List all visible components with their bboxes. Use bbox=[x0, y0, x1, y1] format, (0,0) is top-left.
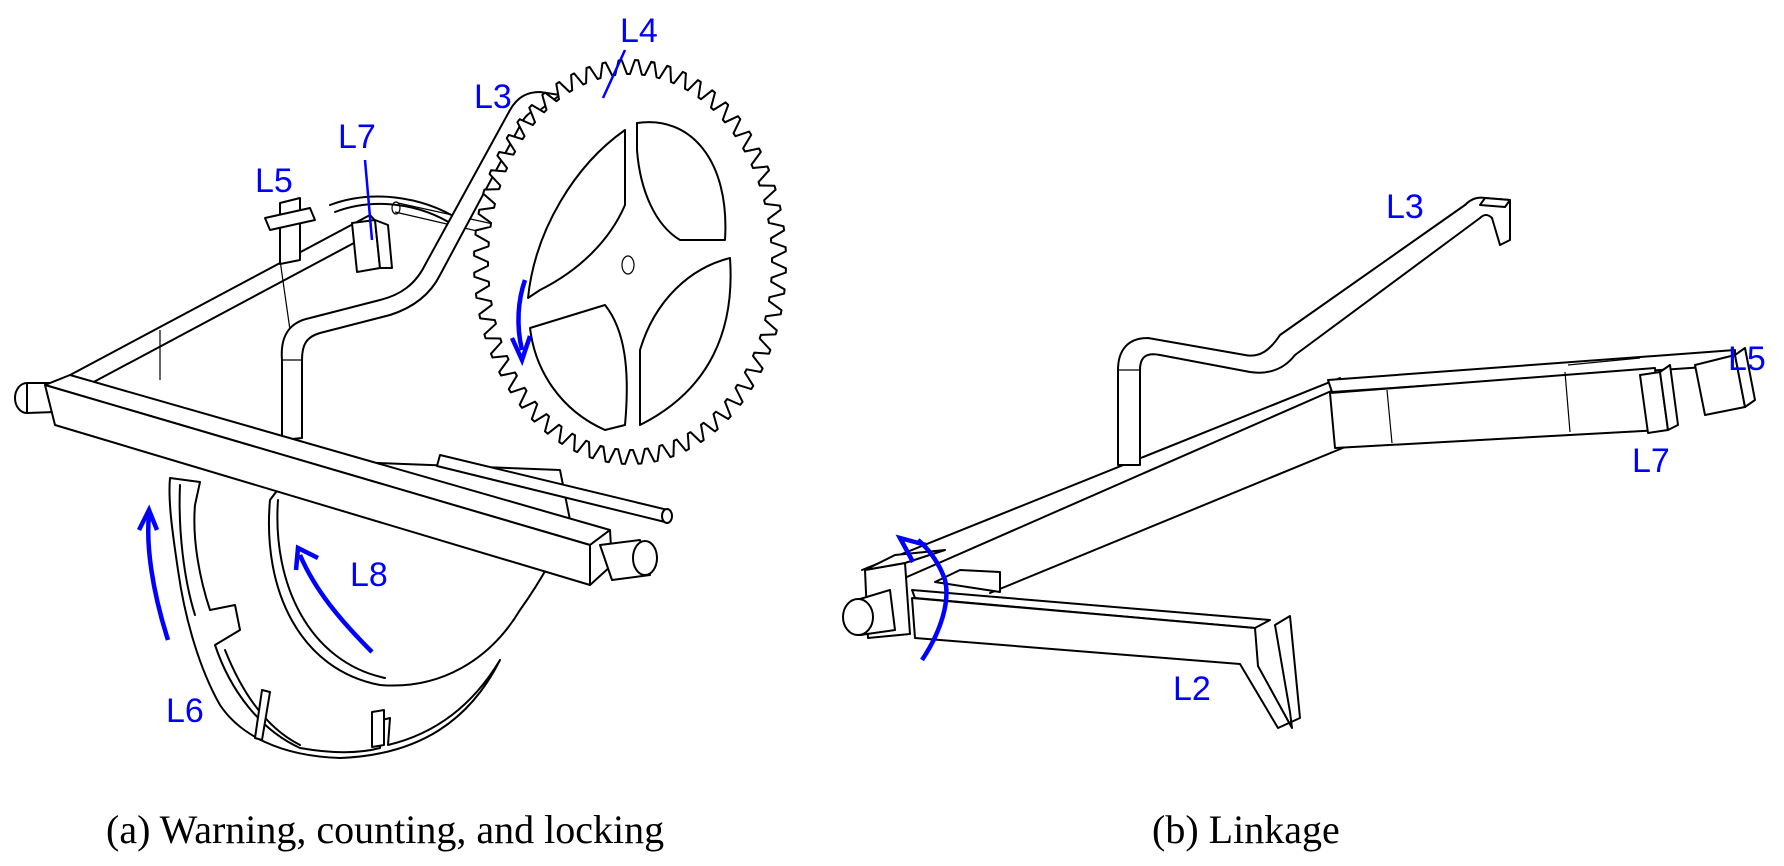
linkage-pivot-block bbox=[842, 549, 946, 639]
rotation-arrow-shaft bbox=[916, 538, 949, 662]
arm-L5-L7 bbox=[1327, 347, 1756, 449]
label-L5-b: L5 bbox=[1728, 340, 1766, 378]
label-L8: L8 bbox=[350, 556, 388, 594]
frame-bar bbox=[14, 374, 658, 586]
leader-L7 bbox=[363, 159, 374, 241]
annotations-a: L4 L3 L7 L5 L8 L6 bbox=[136, 12, 658, 730]
rotation-arrow-disk-head bbox=[293, 544, 320, 571]
disk-upper-arc-inner bbox=[334, 203, 456, 227]
label-L6: L6 bbox=[166, 692, 204, 730]
wheel-L6 bbox=[168, 477, 501, 759]
lower-rod bbox=[436, 454, 673, 524]
label-L7-b: L7 bbox=[1632, 442, 1670, 480]
label-L2: L2 bbox=[1173, 670, 1211, 708]
rotation-arrow-gear bbox=[516, 279, 528, 351]
annotations-b: L3 L5 L7 L2 bbox=[895, 188, 1766, 708]
caption-panel-b: (b) Linkage bbox=[1152, 807, 1340, 852]
arm-L2 bbox=[911, 569, 1301, 729]
disk-upper-arc bbox=[329, 195, 461, 221]
linkage-rails bbox=[861, 377, 1351, 594]
label-L5: L5 bbox=[255, 162, 293, 200]
tab-L7 bbox=[351, 219, 393, 273]
caption-panel-a: (a) Warning, counting, and locking bbox=[106, 807, 665, 852]
label-L4: L4 bbox=[620, 12, 658, 50]
rotation-arrow-gear-head bbox=[509, 335, 533, 367]
panel-a-drawing: L4 L3 L7 L5 L8 L6 bbox=[14, 12, 787, 759]
label-L3: L3 bbox=[474, 78, 512, 116]
lever-L3-b bbox=[1117, 196, 1511, 466]
rotation-arrow-disk bbox=[297, 554, 374, 654]
gear-teeth bbox=[473, 59, 787, 465]
rotation-arrow-wheel bbox=[146, 514, 171, 641]
label-L3-b: L3 bbox=[1386, 188, 1424, 226]
label-L7: L7 bbox=[338, 118, 376, 156]
panel-b-drawing: L3 L5 L7 L2 bbox=[842, 188, 1766, 729]
rotation-arrow-shaft-head bbox=[895, 534, 927, 564]
arm-L5 bbox=[41, 197, 383, 401]
rotation-arrow-wheel-head bbox=[136, 504, 160, 532]
gear-L4 bbox=[473, 59, 787, 465]
leader-L4 bbox=[601, 49, 627, 99]
